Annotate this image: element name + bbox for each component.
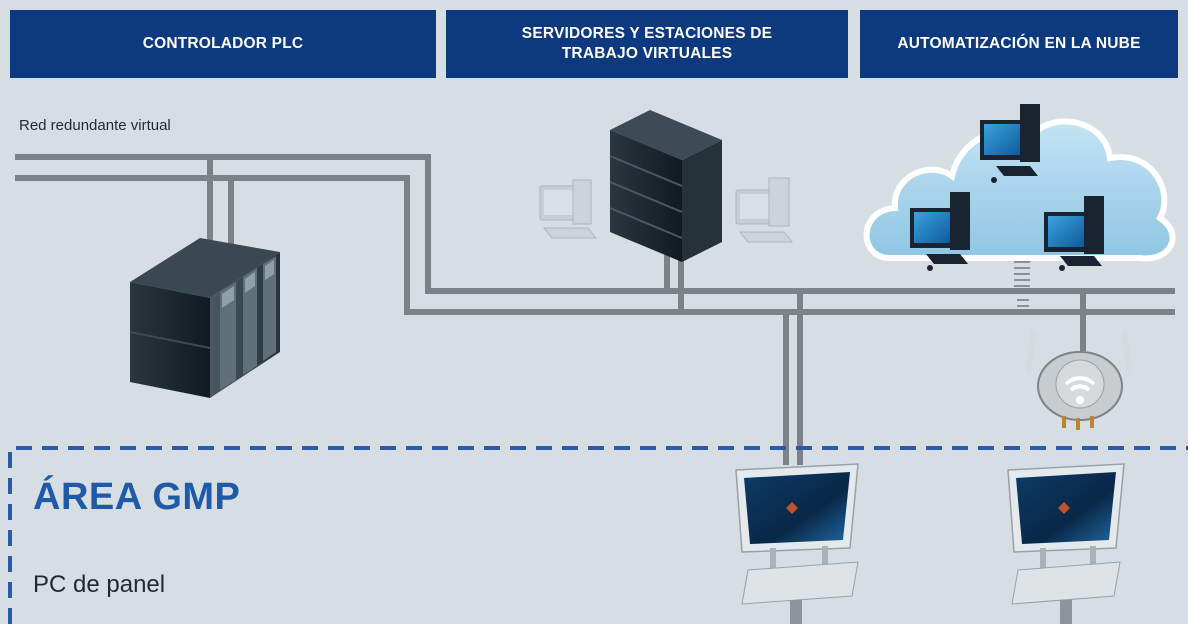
plc-rack-icon: [129, 238, 280, 398]
header-virtual-line2: TRABAJO VIRTUALES: [561, 45, 733, 62]
header-cloud-label: AUTOMATIZACIÓN EN LA NUBE: [897, 35, 1141, 52]
server-tower-icon: [609, 110, 722, 262]
cloud-workstation-right-icon: [1044, 196, 1104, 271]
network-cables: [15, 154, 1175, 465]
cloud-workstation-top-icon: [980, 104, 1040, 183]
gmp-area-title: ÁREA GMP: [33, 476, 241, 518]
cloud-link: [1014, 261, 1030, 307]
header-virtual-servers: SERVIDORES Y ESTACIONES DE TRABAJO VIRTU…: [446, 10, 848, 78]
header-cloud-automation: AUTOMATIZACIÓN EN LA NUBE: [860, 10, 1178, 78]
header-virtual-label: SERVIDORES Y ESTACIONES DE TRABAJO VIRTU…: [502, 24, 792, 64]
panel-pc-icon: [735, 463, 859, 624]
header-plc-controller: CONTROLADOR PLC: [10, 10, 436, 78]
panel-pc-icon: [1007, 463, 1125, 624]
gmp-area-border: [8, 446, 1188, 624]
panel-pc-label: PC de panel: [33, 571, 166, 598]
cloud-workstation-left-icon: [910, 192, 970, 271]
wifi-access-point-icon: [1026, 330, 1132, 430]
header-virtual-line1: SERVIDORES Y ESTACIONES DE: [521, 25, 773, 42]
virtual-workstation-left-icon: [539, 179, 598, 239]
header-plc-label: CONTROLADOR PLC: [142, 35, 304, 52]
network-label: Red redundante virtual: [19, 117, 171, 134]
virtual-workstation-right-icon: [735, 177, 794, 243]
